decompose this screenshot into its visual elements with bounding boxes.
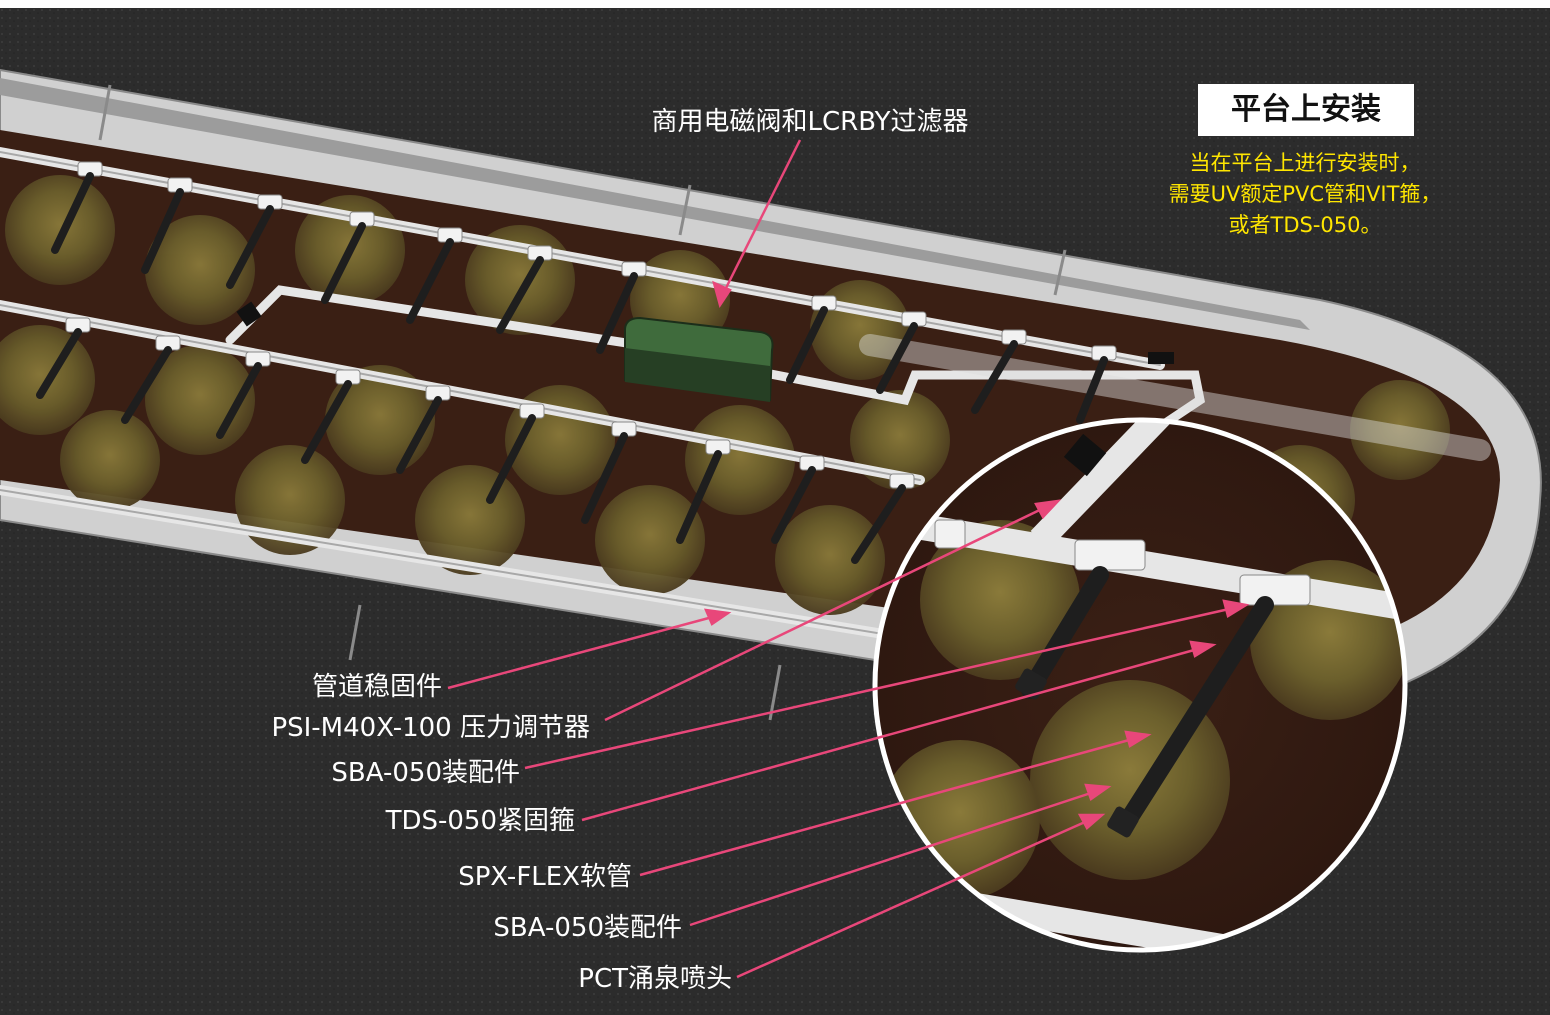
- callout-sba-fitting-2: SBA-050装配件: [493, 913, 682, 943]
- info-box-title: 平台上安装: [1198, 84, 1414, 136]
- callout-sba-fitting-1: SBA-050装配件: [331, 758, 520, 788]
- valve-filter-callout: 商用电磁阀和LCRBY过滤器: [651, 107, 969, 137]
- callout-tds-clamp: TDS-050紧固箍: [385, 806, 575, 836]
- callout-arrows: [447, 139, 1250, 979]
- top-border: [0, 0, 1550, 8]
- lateral-pipes: [0, 147, 1491, 645]
- valve-box: [624, 316, 774, 402]
- callout-pct-bubbler: PCT涌泉喷头: [578, 964, 732, 994]
- info-line: 当在平台上进行安装时，: [1189, 151, 1421, 175]
- flex-hoses: [36, 172, 1108, 564]
- callout-pressure-regulator: PSI-M40X-100 压力调节器: [271, 713, 590, 743]
- info-line: 需要UV额定PVC管和VIT箍，: [1168, 182, 1442, 206]
- info-box-text: 当在平台上进行安装时， 需要UV额定PVC管和VIT箍， 或者TDS-050。: [1110, 148, 1500, 241]
- callout-spx-flex-hose: SPX-FLEX软管: [458, 862, 632, 892]
- callout-pipe-stabilizer: 管道稳固件: [311, 672, 442, 702]
- info-line: 或者TDS-050。: [1228, 213, 1382, 237]
